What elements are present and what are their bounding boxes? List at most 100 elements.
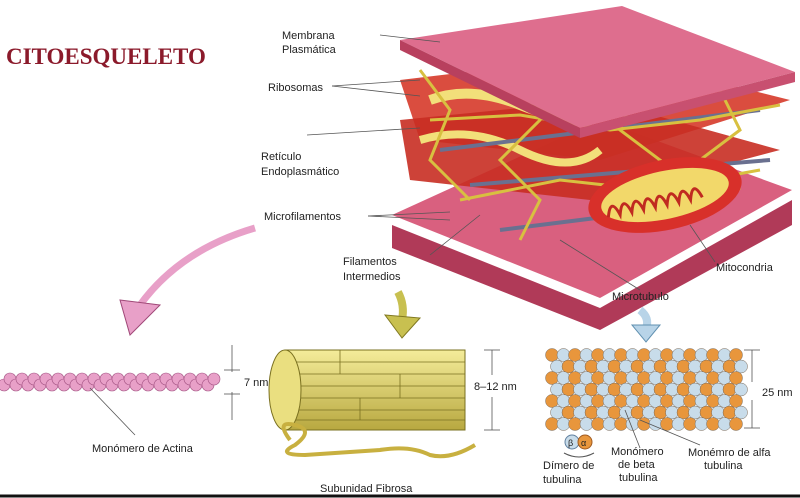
actin-dimension (89, 345, 240, 436)
alpha-tubulin-monomer (568, 348, 582, 362)
label-monomero-actina: Monómero de Actina (92, 443, 194, 455)
alpha-tubulin-monomer (568, 394, 582, 408)
alpha-tubulin-monomer (660, 348, 674, 362)
beta-tubulin-monomer (648, 371, 663, 385)
alpha-tubulin-monomer (568, 417, 582, 431)
beta-tubulin-monomer (717, 348, 732, 362)
beta-tubulin-monomer (694, 348, 709, 362)
beta-tubulin-monomer (602, 417, 617, 431)
beta-tubulin-monomer (573, 359, 587, 374)
beta-tubulin-monomer (671, 394, 686, 408)
beta-tubulin-monomer (642, 359, 656, 374)
alpha-tubulin-monomer (653, 359, 668, 374)
bottom-membrane (392, 200, 792, 330)
beta-tubulin-monomer (625, 394, 640, 408)
beta-tubulin-monomer (579, 417, 594, 431)
alpha-tubulin-monomer (545, 394, 559, 408)
label-actin-size: 7 nm (244, 377, 268, 389)
alpha-tubulin-monomer (729, 394, 743, 408)
label-reticulo-line1: Retículo (261, 151, 301, 163)
alfa-symbol: α (581, 438, 586, 448)
beta-tubulin-monomer (717, 417, 732, 431)
alpha-tubulin-monomer (637, 348, 651, 362)
beta-tubulin-monomer (550, 359, 564, 374)
beta-tubulin-monomer (573, 382, 587, 397)
beta-tubulin-monomer (596, 359, 610, 374)
alpha-tubulin-monomer (545, 371, 559, 385)
beta-tubulin-monomer (671, 417, 686, 431)
alpha-tubulin-monomer (584, 382, 599, 397)
label-ribosomas: Ribosomas (268, 82, 324, 94)
actin-filament (0, 372, 221, 392)
alpha-tubulin-monomer (614, 417, 628, 431)
beta-tubulin-monomer (619, 382, 633, 397)
beta-tubulin-monomer (671, 371, 686, 385)
alpha-tubulin-monomer (660, 417, 674, 431)
beta-tubulin-monomer (694, 394, 709, 408)
arrow-to-intermediate (383, 290, 422, 339)
beta-tubulin-monomer (665, 405, 679, 420)
alpha-tubulin-monomer (706, 394, 720, 408)
alpha-tubulin-monomer (561, 382, 576, 397)
label-filamentos-line1: Filamentos (343, 256, 397, 268)
beta-tubulin-monomer (688, 382, 702, 397)
beta-tubulin-monomer (688, 405, 702, 420)
alpha-tubulin-monomer (653, 405, 668, 420)
alpha-tubulin-monomer (706, 348, 720, 362)
beta-tubulin-monomer (596, 405, 610, 420)
label-microfilamentos: Microfilamentos (264, 211, 342, 223)
label-dimero-line2: tubulina (543, 474, 582, 486)
alpha-tubulin-monomer (683, 348, 697, 362)
leader-lines (306, 34, 716, 291)
beta-tubulin-monomer (556, 348, 571, 362)
arrow-to-actin (119, 224, 256, 336)
alpha-tubulin-monomer (545, 417, 559, 431)
label-membrana-line1: Membrana (282, 30, 335, 42)
alpha-tubulin-monomer (607, 405, 622, 420)
beta-tubulin-monomer (642, 382, 656, 397)
alpha-tubulin-monomer (722, 359, 737, 374)
microtubule-dimension (624, 349, 760, 449)
alpha-tubulin-monomer (683, 417, 697, 431)
label-alfa-line2: tubulina (704, 460, 743, 472)
alpha-tubulin-monomer (729, 371, 743, 385)
alpha-tubulin-monomer (630, 359, 645, 374)
beta-tubulin-monomer (602, 348, 617, 362)
alpha-tubulin-monomer (568, 371, 582, 385)
alpha-tubulin-monomer (607, 382, 622, 397)
alpha-tubulin-monomer (637, 371, 651, 385)
intermediate-filament-bundle (268, 349, 477, 459)
beta-tubulin-monomer (688, 359, 702, 374)
label-alfa-line1: Monémro de alfa (688, 447, 771, 459)
alpha-tubulin-monomer (561, 359, 576, 374)
beta-tubulin-monomer (556, 417, 571, 431)
beta-tubulin-monomer (625, 348, 640, 362)
microtubule-cylinder (545, 348, 748, 431)
beta-tubulin-monomer (602, 394, 617, 408)
beta-tubulin-monomer (642, 405, 656, 420)
beta-tubulin-monomer (717, 394, 732, 408)
alpha-tubulin-monomer (660, 371, 674, 385)
alpha-tubulin-monomer (614, 371, 628, 385)
label-intermediate-size: 8–12 nm (474, 381, 517, 393)
label-beta-line3: tubulina (619, 472, 658, 484)
beta-tubulin-monomer (694, 417, 709, 431)
label-reticulo-line2: Endoplasmático (261, 166, 339, 178)
alpha-tubulin-monomer (637, 417, 651, 431)
alpha-tubulin-monomer (614, 394, 628, 408)
alpha-tubulin-monomer (591, 371, 605, 385)
alpha-tubulin-monomer (676, 359, 691, 374)
beta-tubulin-monomer (550, 382, 564, 397)
beta-tubulin-monomer (550, 405, 564, 420)
alpha-tubulin-monomer (614, 348, 628, 362)
beta-tubulin-monomer (596, 382, 610, 397)
alpha-tubulin-monomer (591, 417, 605, 431)
label-microtubule-size: 25 nm (762, 387, 793, 399)
alpha-tubulin-monomer (637, 394, 651, 408)
alpha-tubulin-monomer (729, 417, 743, 431)
alpha-tubulin-monomer (584, 359, 599, 374)
beta-tubulin-monomer (579, 394, 594, 408)
beta-tubulin-monomer (694, 371, 709, 385)
beta-tubulin-monomer (734, 405, 748, 420)
alpha-tubulin-monomer (676, 382, 691, 397)
